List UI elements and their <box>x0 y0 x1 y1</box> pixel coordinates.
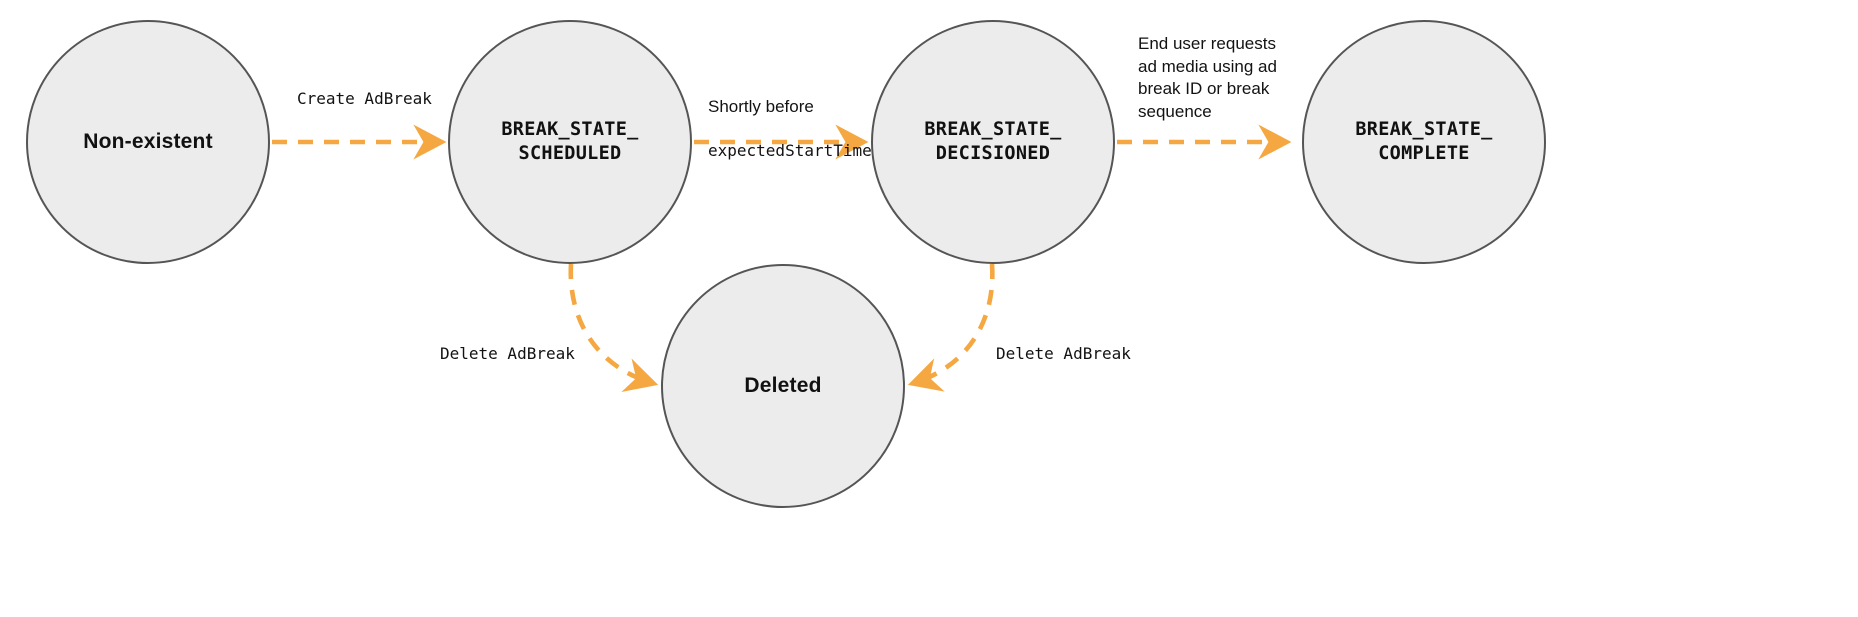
edge-delete-adbreak-from-decisioned <box>907 263 995 392</box>
state-node-label: BREAK_STATE_ COMPLETE <box>1355 119 1493 164</box>
state-node-label: BREAK_STATE_ DECISIONED <box>924 119 1062 164</box>
state-node-deleted[interactable]: Deleted <box>661 264 905 508</box>
state-node-label: BREAK_STATE_ SCHEDULED <box>501 119 639 164</box>
state-node-label: Deleted <box>744 373 822 397</box>
state-node-break-state-decisioned[interactable]: BREAK_STATE_ DECISIONED <box>871 20 1115 264</box>
state-node-non-existent[interactable]: Non-existent <box>26 20 270 264</box>
state-node-break-state-scheduled[interactable]: BREAK_STATE_ SCHEDULED <box>448 20 692 264</box>
edge-delete-adbreak-from-scheduled <box>568 263 659 392</box>
state-node-break-state-complete[interactable]: BREAK_STATE_ COMPLETE <box>1302 20 1546 264</box>
state-node-label: Non-existent <box>83 129 213 153</box>
